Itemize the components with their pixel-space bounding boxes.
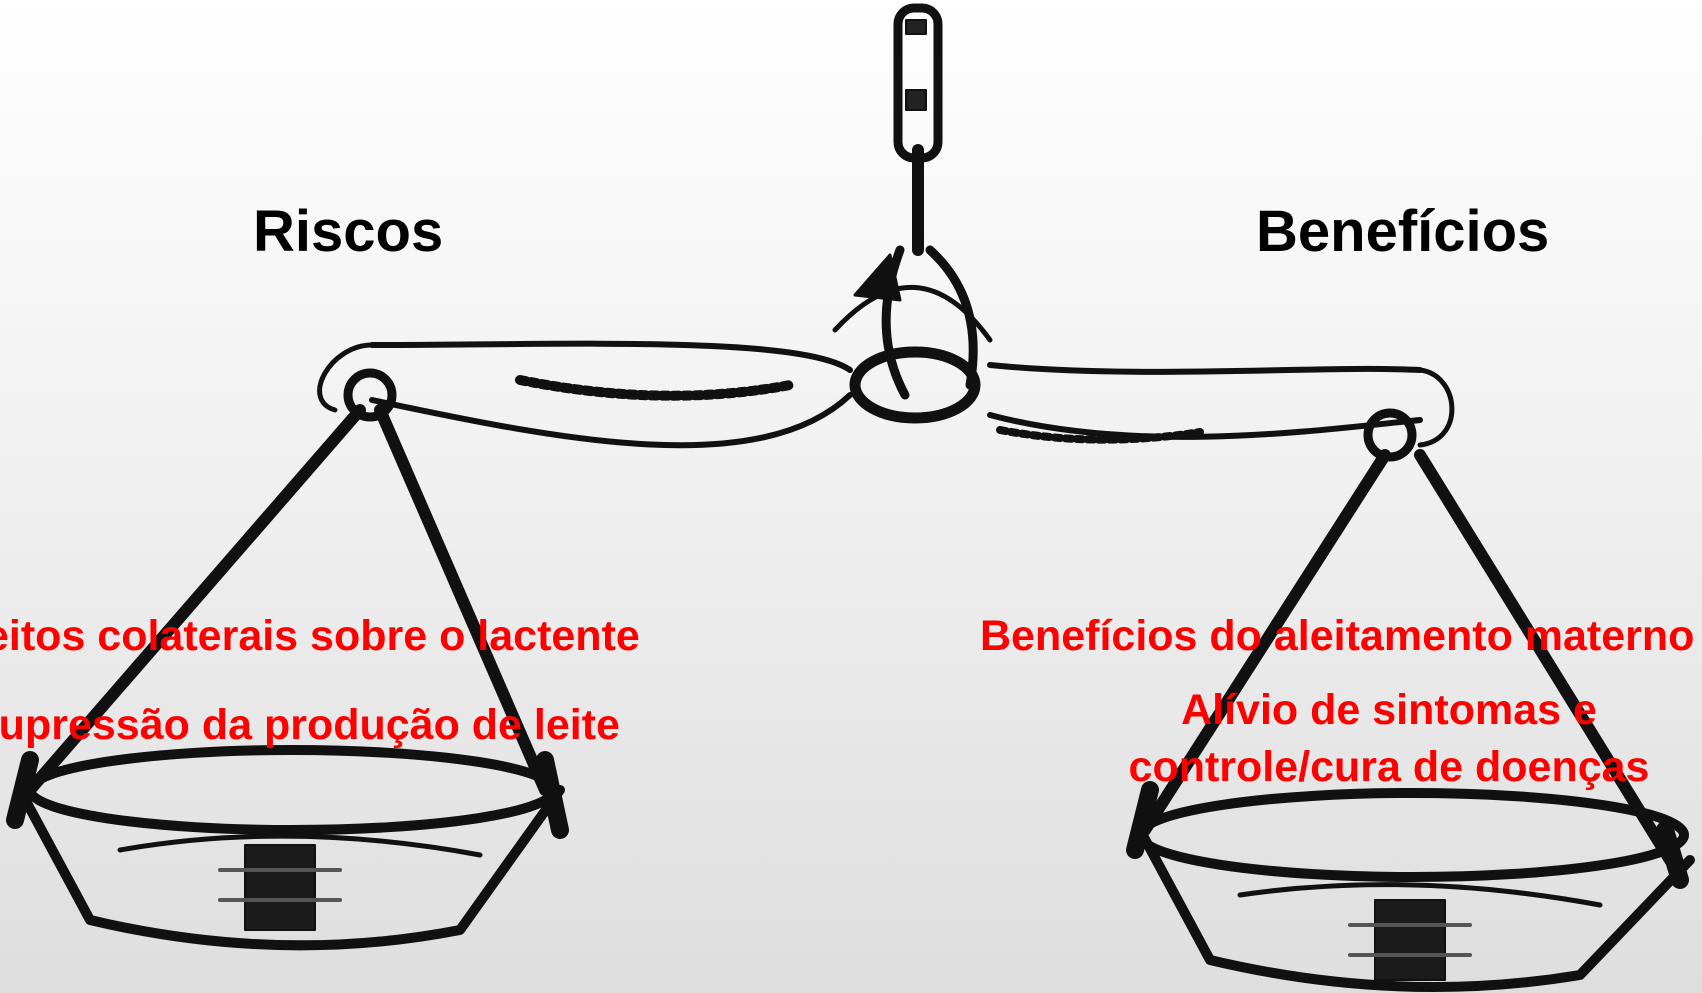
scale-beam bbox=[317, 340, 1455, 462]
risk-item-milk-suppression: Supressão da produção de leite bbox=[0, 701, 620, 749]
scale-handle bbox=[832, 3, 993, 424]
risk-item-side-effects: Efeitos colaterais sobre o lactente bbox=[0, 612, 640, 660]
right-pan bbox=[1126, 449, 1695, 992]
beneficios-heading: Benefícios bbox=[1256, 199, 1550, 264]
riscos-heading: Riscos bbox=[253, 199, 444, 264]
benefit-item-breastfeeding: Benefícios do aleitamento materno bbox=[980, 612, 1695, 660]
left-pan bbox=[6, 404, 569, 951]
benefit-item-symptom-relief: Alívio de sintomas e controle/cura de do… bbox=[1128, 686, 1650, 791]
